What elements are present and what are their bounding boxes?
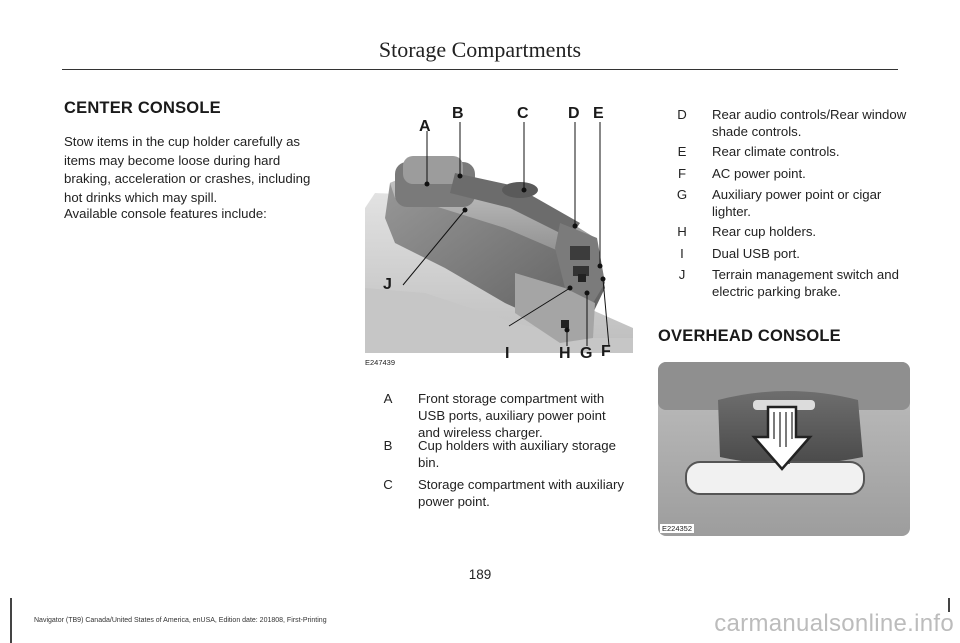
- legend-letter: D: [677, 107, 687, 122]
- legend-letter: J: [678, 267, 686, 282]
- legend-text: Rear cup holders.: [712, 223, 922, 240]
- paragraph-line: braking, acceleration or crashes, includ…: [64, 171, 311, 186]
- features-paragraph: Available console features include:: [64, 205, 334, 224]
- footer-text: Navigator (TB9) Canada/United States of …: [34, 617, 327, 624]
- legend-line: Dual USB port.: [712, 246, 800, 261]
- paragraph-line: items may become loose during hard: [64, 152, 281, 168]
- console-illustration: [365, 122, 633, 353]
- legend-text: Auxiliary power point or cigar lighter.: [712, 186, 922, 220]
- legend-line: electric parking brake.: [712, 284, 842, 299]
- legend-letter: G: [676, 187, 688, 202]
- paragraph-line: Available console features include:: [64, 206, 267, 221]
- legend-line: Rear cup holders.: [712, 224, 817, 239]
- legend-line: Rear audio controls/Rear window: [712, 107, 907, 122]
- paragraph-line: hot drinks which may spill.: [64, 189, 218, 205]
- callout-f: F: [601, 343, 611, 360]
- legend-line: Storage compartment with auxiliary: [418, 477, 624, 492]
- legend-line: AC power point.: [712, 166, 806, 181]
- callout-a: A: [419, 118, 431, 135]
- legend-line: Terrain management switch and: [712, 267, 899, 282]
- legend-line: Front storage compartment with: [418, 391, 605, 406]
- center-console-heading: CENTER CONSOLE: [64, 99, 221, 117]
- legend-letter: C: [383, 477, 393, 492]
- callout-b: B: [452, 105, 464, 122]
- legend-line: shade controls.: [712, 124, 802, 139]
- legend-line: and wireless charger.: [418, 425, 543, 440]
- callout-g: G: [580, 345, 593, 362]
- legend-text: Storage compartment with auxiliary power…: [418, 476, 638, 510]
- legend-text: AC power point.: [712, 165, 922, 182]
- legend-line: power point.: [418, 494, 490, 509]
- corner-mark-right: [948, 598, 950, 612]
- center-console-figure: A B C D E F G H I J E247439: [365, 98, 633, 370]
- figure-code: E247439: [365, 358, 396, 367]
- legend-line: Cup holders with auxiliary storage: [418, 438, 616, 453]
- callout-e: E: [593, 105, 604, 122]
- legend-letter: F: [677, 166, 687, 181]
- intro-paragraph: Stow items in the cup holder carefully a…: [64, 133, 334, 207]
- legend-letter: B: [383, 438, 393, 453]
- legend-line: lighter.: [712, 204, 751, 219]
- callout-i: I: [505, 345, 510, 362]
- legend-line: Rear climate controls.: [712, 144, 840, 159]
- legend-text: Front storage compartment with USB ports…: [418, 390, 638, 441]
- legend-text: Terrain management switch and electric p…: [712, 266, 922, 300]
- overhead-console-heading: OVERHEAD CONSOLE: [658, 327, 841, 345]
- legend-letter: H: [677, 224, 687, 239]
- figure-code: E224352: [660, 524, 695, 533]
- watermark: carmanualsonline.info: [714, 610, 954, 637]
- overhead-illustration: [658, 362, 910, 536]
- legend-letter: A: [383, 391, 393, 406]
- legend-text: Cup holders with auxiliary storage bin.: [418, 437, 638, 471]
- legend-line: Auxiliary power point or cigar: [712, 187, 882, 202]
- corner-mark-left: [10, 598, 12, 643]
- header-rule: [62, 69, 898, 70]
- callout-d: D: [568, 105, 580, 122]
- legend-line: bin.: [418, 455, 440, 470]
- legend-text: Rear audio controls/Rear window shade co…: [712, 106, 922, 140]
- legend-text: Rear climate controls.: [712, 143, 922, 160]
- callout-j: J: [383, 276, 392, 293]
- legend-line: USB ports, auxiliary power point: [418, 408, 606, 423]
- legend-letter: I: [680, 246, 684, 261]
- callout-h: H: [559, 345, 571, 362]
- legend-letter: E: [677, 144, 687, 159]
- page-title: Storage Compartments: [378, 37, 582, 62]
- callout-c: C: [517, 105, 529, 122]
- overhead-console-figure: E224352: [658, 362, 910, 536]
- page-number: 189: [468, 567, 492, 582]
- paragraph-line: Stow items in the cup holder carefully a…: [64, 134, 301, 149]
- legend-text: Dual USB port.: [712, 245, 922, 262]
